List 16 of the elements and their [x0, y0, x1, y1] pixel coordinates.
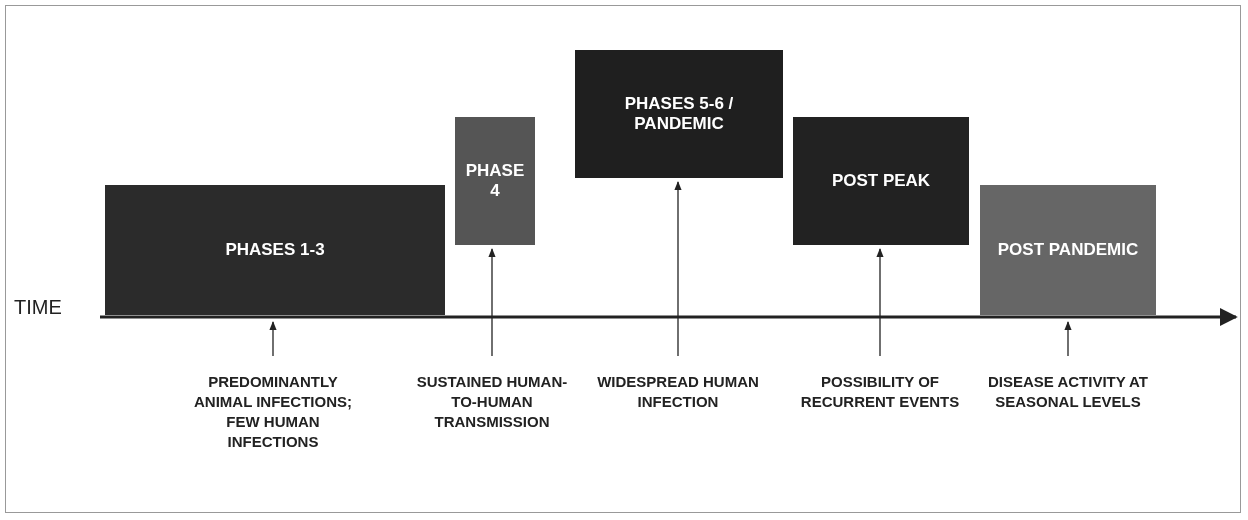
- arrow: [674, 181, 682, 357]
- phase-description: PREDOMINANTLY ANIMAL INFECTIONS; FEW HUMAN INFECTIONS: [188, 372, 358, 452]
- phase-bar: PHASES 5-6 / PANDEMIC: [575, 50, 783, 178]
- phase-bar: POST PANDEMIC: [980, 185, 1156, 315]
- arrow: [876, 248, 884, 357]
- phase-bar: PHASES 1-3: [105, 185, 445, 315]
- arrow: [1064, 321, 1072, 357]
- phase-description: DISEASE ACTIVITY AT SEASONAL LEVELS: [983, 372, 1153, 412]
- arrow: [269, 321, 277, 357]
- phase-description: WIDESPREAD HUMAN INFECTION: [593, 372, 763, 412]
- phase-description: POSSIBILITY OF RECURRENT EVENTS: [795, 372, 965, 412]
- phase-bar: PHASE 4: [455, 117, 535, 245]
- phase-bar: POST PEAK: [793, 117, 969, 245]
- arrow: [488, 248, 496, 357]
- phase-description: SUSTAINED HUMAN-TO-HUMAN TRANSMISSION: [407, 372, 577, 432]
- axis-label: TIME: [14, 296, 62, 319]
